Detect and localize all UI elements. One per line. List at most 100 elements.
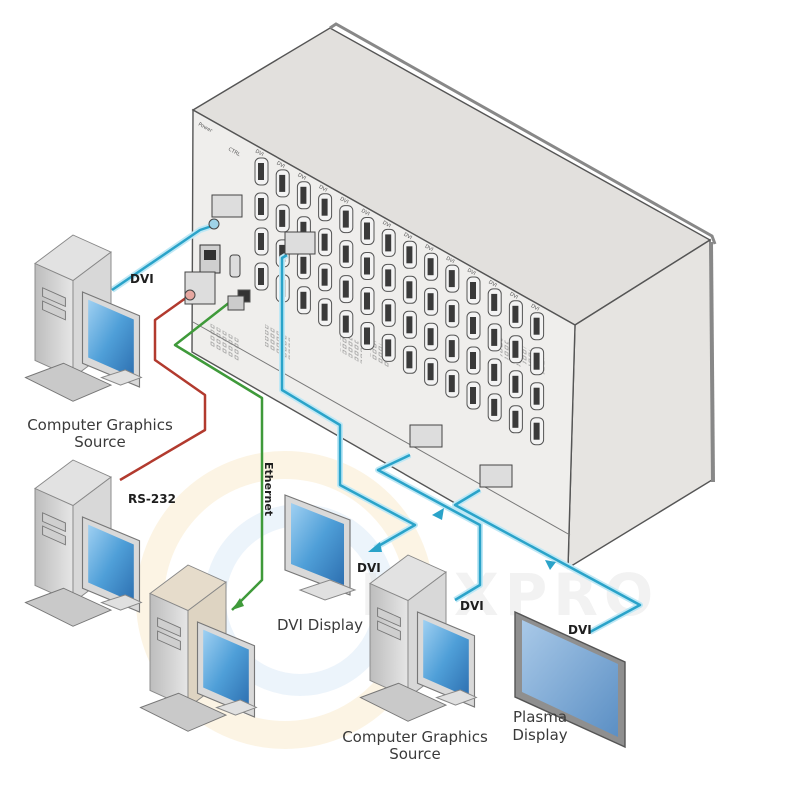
- matrix-switcher: Power CTRL DVIDVIDVIDVIDVIDVIDVIDVIDVIDV…: [191, 22, 717, 570]
- dvi-column-label: DVI: [466, 268, 476, 277]
- monitor-stand: [100, 594, 143, 611]
- monitor-stand: [298, 579, 357, 601]
- drive-bay: [157, 630, 181, 651]
- dvi-port: [360, 252, 375, 280]
- dvi-port: [530, 312, 545, 341]
- dvi-port: [466, 276, 481, 305]
- dvi-port: [402, 310, 417, 339]
- labels: DVI RS-232 Ethernet DVI DVI DVI Computer…: [27, 272, 592, 763]
- plasma-label-2: Display: [512, 726, 567, 744]
- devices: [24, 234, 626, 749]
- dvi-port: [508, 300, 523, 329]
- drive-bay: [157, 617, 181, 638]
- dvi-port: [339, 275, 354, 304]
- dvi-display: [284, 494, 357, 601]
- cable-ethernet: [173, 301, 264, 611]
- tower-front: [34, 262, 74, 379]
- dvi-port: [275, 169, 290, 198]
- dvi-port: [487, 358, 502, 387]
- dvi-column-label: DVI: [402, 232, 412, 241]
- rs232-port: [229, 254, 241, 278]
- dvi-port: [424, 357, 439, 386]
- cgs-top-label-2: Source: [74, 433, 126, 451]
- tower-front: [149, 592, 189, 709]
- dvi-port: [402, 240, 417, 269]
- dvi-port: [445, 369, 460, 398]
- dvi-port: [530, 347, 545, 376]
- drive-bay: [377, 620, 401, 641]
- dvi-port: [508, 370, 523, 399]
- dvi-port: [424, 322, 439, 351]
- dvi-port: [360, 322, 375, 350]
- dvi-port-grid: DVIDVIDVIDVIDVIDVIDVIDVIDVIDVIDVIDVIDVID…: [254, 149, 545, 446]
- dvi-plug-output-2: [479, 464, 513, 488]
- dvi-port: [424, 252, 439, 281]
- dvi-port: [360, 217, 375, 245]
- dvi-column-label: DVI: [424, 244, 434, 253]
- dvi-port: [466, 346, 481, 375]
- cgs-top-label-1: Computer Graphics: [27, 416, 173, 434]
- dvi-port: [296, 181, 311, 210]
- dvi-port: [445, 299, 460, 328]
- dvi-port: [424, 287, 439, 316]
- label-dvi-display: DVI: [357, 561, 381, 575]
- monitor-screen: [291, 503, 344, 585]
- monitor-screen: [88, 524, 134, 603]
- dvi-port: [487, 393, 502, 422]
- dvi-port: [402, 345, 417, 374]
- keyboard: [139, 692, 228, 732]
- label-dvi-source-top: DVI: [130, 272, 154, 286]
- dvi-port: [339, 240, 354, 269]
- dvi-port: [508, 405, 523, 434]
- dvi-port: [381, 333, 396, 362]
- dvi-port: [487, 288, 502, 317]
- dvi-port: [445, 264, 460, 293]
- drive-bay: [42, 512, 66, 533]
- dvi-column-label: DVI: [508, 291, 518, 300]
- monitor-screen: [423, 619, 469, 698]
- dvi-plug-input-2: [409, 424, 443, 448]
- dvi-port: [530, 382, 545, 411]
- dvi-plug-input-1: [208, 194, 243, 230]
- dvi-port: [381, 263, 396, 292]
- dvi-plug-output-1: [284, 231, 316, 255]
- dvi-port: [339, 310, 354, 339]
- plasma-label-1: Plasma: [513, 708, 567, 726]
- dvi-port: [508, 335, 523, 364]
- dvi-port: [275, 204, 290, 233]
- keyboard: [24, 587, 113, 627]
- dvi-port: [254, 262, 269, 291]
- label-rs232: RS-232: [128, 492, 176, 506]
- dvi-port: [339, 205, 354, 234]
- dvi-port: [296, 251, 311, 280]
- drive-bay: [42, 300, 66, 321]
- dvi-column-label: DVI: [296, 172, 306, 181]
- cable-rs232: [119, 293, 207, 482]
- dvi-port: [318, 298, 333, 327]
- dvi-port: [466, 381, 481, 410]
- dvi-column-label: DVI: [487, 279, 497, 288]
- dvi-port: [530, 417, 545, 446]
- drive-bay: [42, 287, 66, 308]
- dvi-port: [318, 193, 333, 222]
- tower-front: [34, 487, 74, 604]
- dvi-column-label: DVI: [381, 220, 391, 229]
- dvi-port: [381, 298, 396, 327]
- computer-cgs-bottom: [359, 554, 478, 722]
- dvi-plugs: [184, 194, 513, 488]
- rs232-plug: [184, 271, 216, 305]
- dvi-column-label: DVI: [530, 303, 540, 312]
- cgs-bottom-label-2: Source: [389, 745, 441, 763]
- dvi-port: [402, 275, 417, 304]
- dvi-port: [318, 263, 333, 292]
- monitor-screen: [203, 629, 249, 708]
- monitor-stand: [215, 699, 258, 716]
- computer-cgs-top: [24, 234, 143, 402]
- dvi-display-label: DVI Display: [277, 616, 363, 634]
- ethernet-plug: [227, 295, 245, 311]
- drive-bay: [42, 525, 66, 546]
- dvi-port: [487, 323, 502, 352]
- keyboard: [24, 362, 113, 402]
- label-ethernet: Ethernet: [262, 462, 275, 516]
- label-dvi-source-bottom: DVI: [460, 599, 484, 613]
